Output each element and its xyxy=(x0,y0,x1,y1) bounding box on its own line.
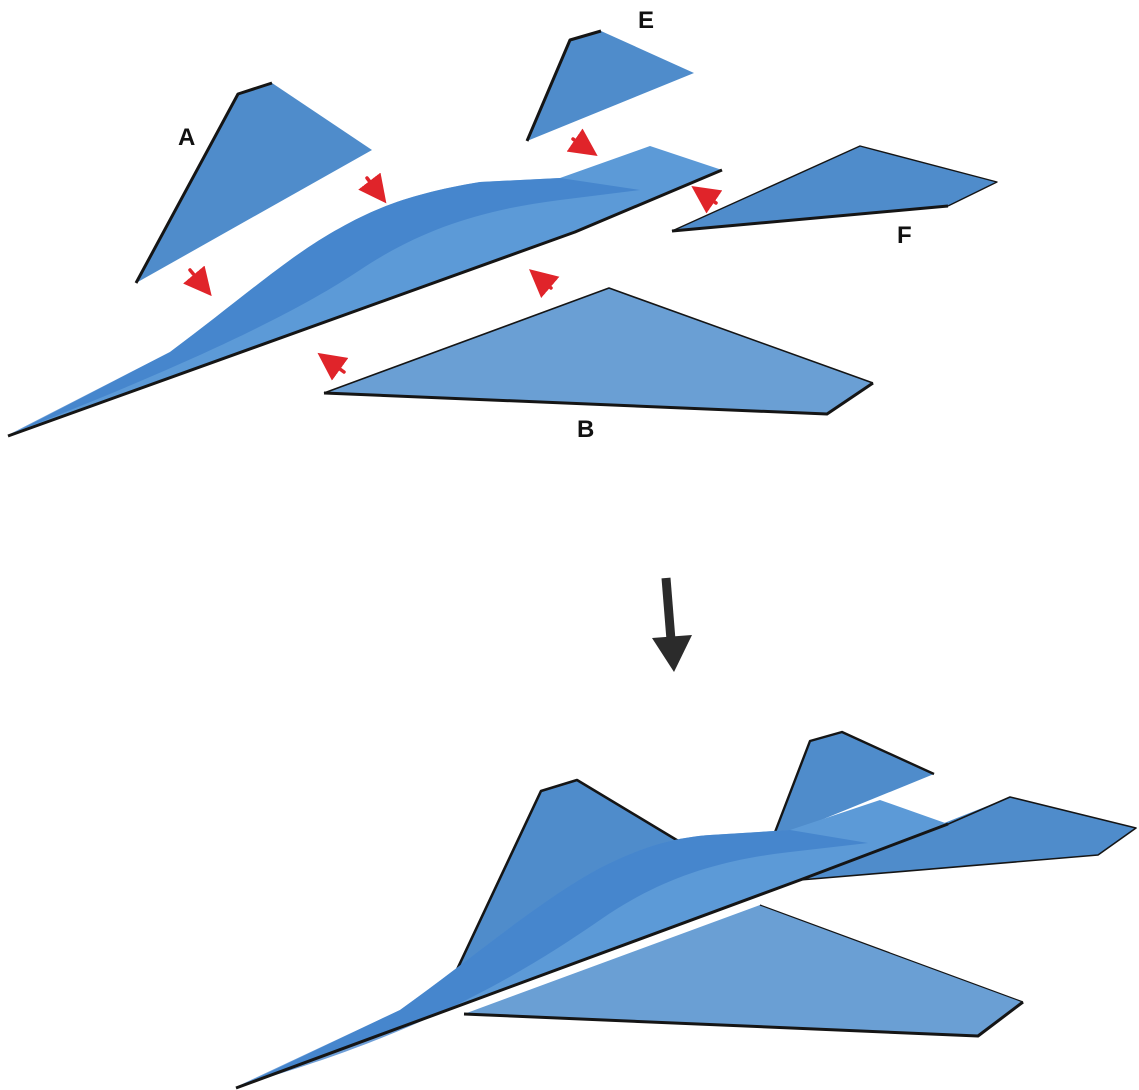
assembled-part-b xyxy=(464,905,1023,1036)
arrow-a-to-body-2 xyxy=(358,172,387,204)
part-b-shape xyxy=(324,288,873,414)
part-b-bottom-edge xyxy=(323,381,874,416)
part-a-edge xyxy=(134,81,273,284)
label-e: E xyxy=(638,7,654,34)
arrow-e-to-body xyxy=(566,128,598,156)
label-b: B xyxy=(577,416,594,443)
part-f-shape xyxy=(672,146,997,231)
arrow-b-to-body-2 xyxy=(317,352,349,381)
assembled-part-f-edge xyxy=(799,796,1137,881)
assembled-part-e-edge xyxy=(770,730,935,841)
assembled-part-b-top-edge xyxy=(759,904,1024,1003)
fuselage-edge xyxy=(7,168,723,438)
part-b: B xyxy=(323,287,874,443)
label-a: A xyxy=(178,124,195,151)
label-f: F xyxy=(897,222,912,249)
assembled-plane xyxy=(235,730,1137,1090)
arrow-b-to-body-1 xyxy=(529,269,560,299)
part-a: A xyxy=(134,81,372,284)
fuselage-shape xyxy=(8,146,722,436)
part-f-edge xyxy=(671,204,949,233)
assembly-arrows xyxy=(183,128,723,381)
part-b-edge xyxy=(323,287,874,394)
arrow-a-to-body-1 xyxy=(183,265,212,297)
arrow-f-to-body xyxy=(691,186,723,214)
part-e-shape xyxy=(527,31,694,141)
fuselage-ridge xyxy=(10,178,640,434)
part-f: F xyxy=(671,145,998,249)
assembled-fuselage-edge xyxy=(235,822,949,1090)
assembled-part-e xyxy=(772,732,934,840)
assembled-fuselage-ridge xyxy=(238,830,868,1086)
part-a-shape xyxy=(136,83,372,283)
part-e-edge xyxy=(525,29,602,142)
assembled-part-f xyxy=(800,797,1136,880)
fuselage xyxy=(7,146,723,438)
assembled-part-a-edge xyxy=(436,778,681,1011)
part-f-edge-top xyxy=(671,145,998,232)
exploded-view: A E F B xyxy=(7,7,998,443)
part-e: E xyxy=(525,7,694,142)
assembled-part-b-edge xyxy=(463,1000,1024,1038)
flow-arrow xyxy=(652,577,692,672)
